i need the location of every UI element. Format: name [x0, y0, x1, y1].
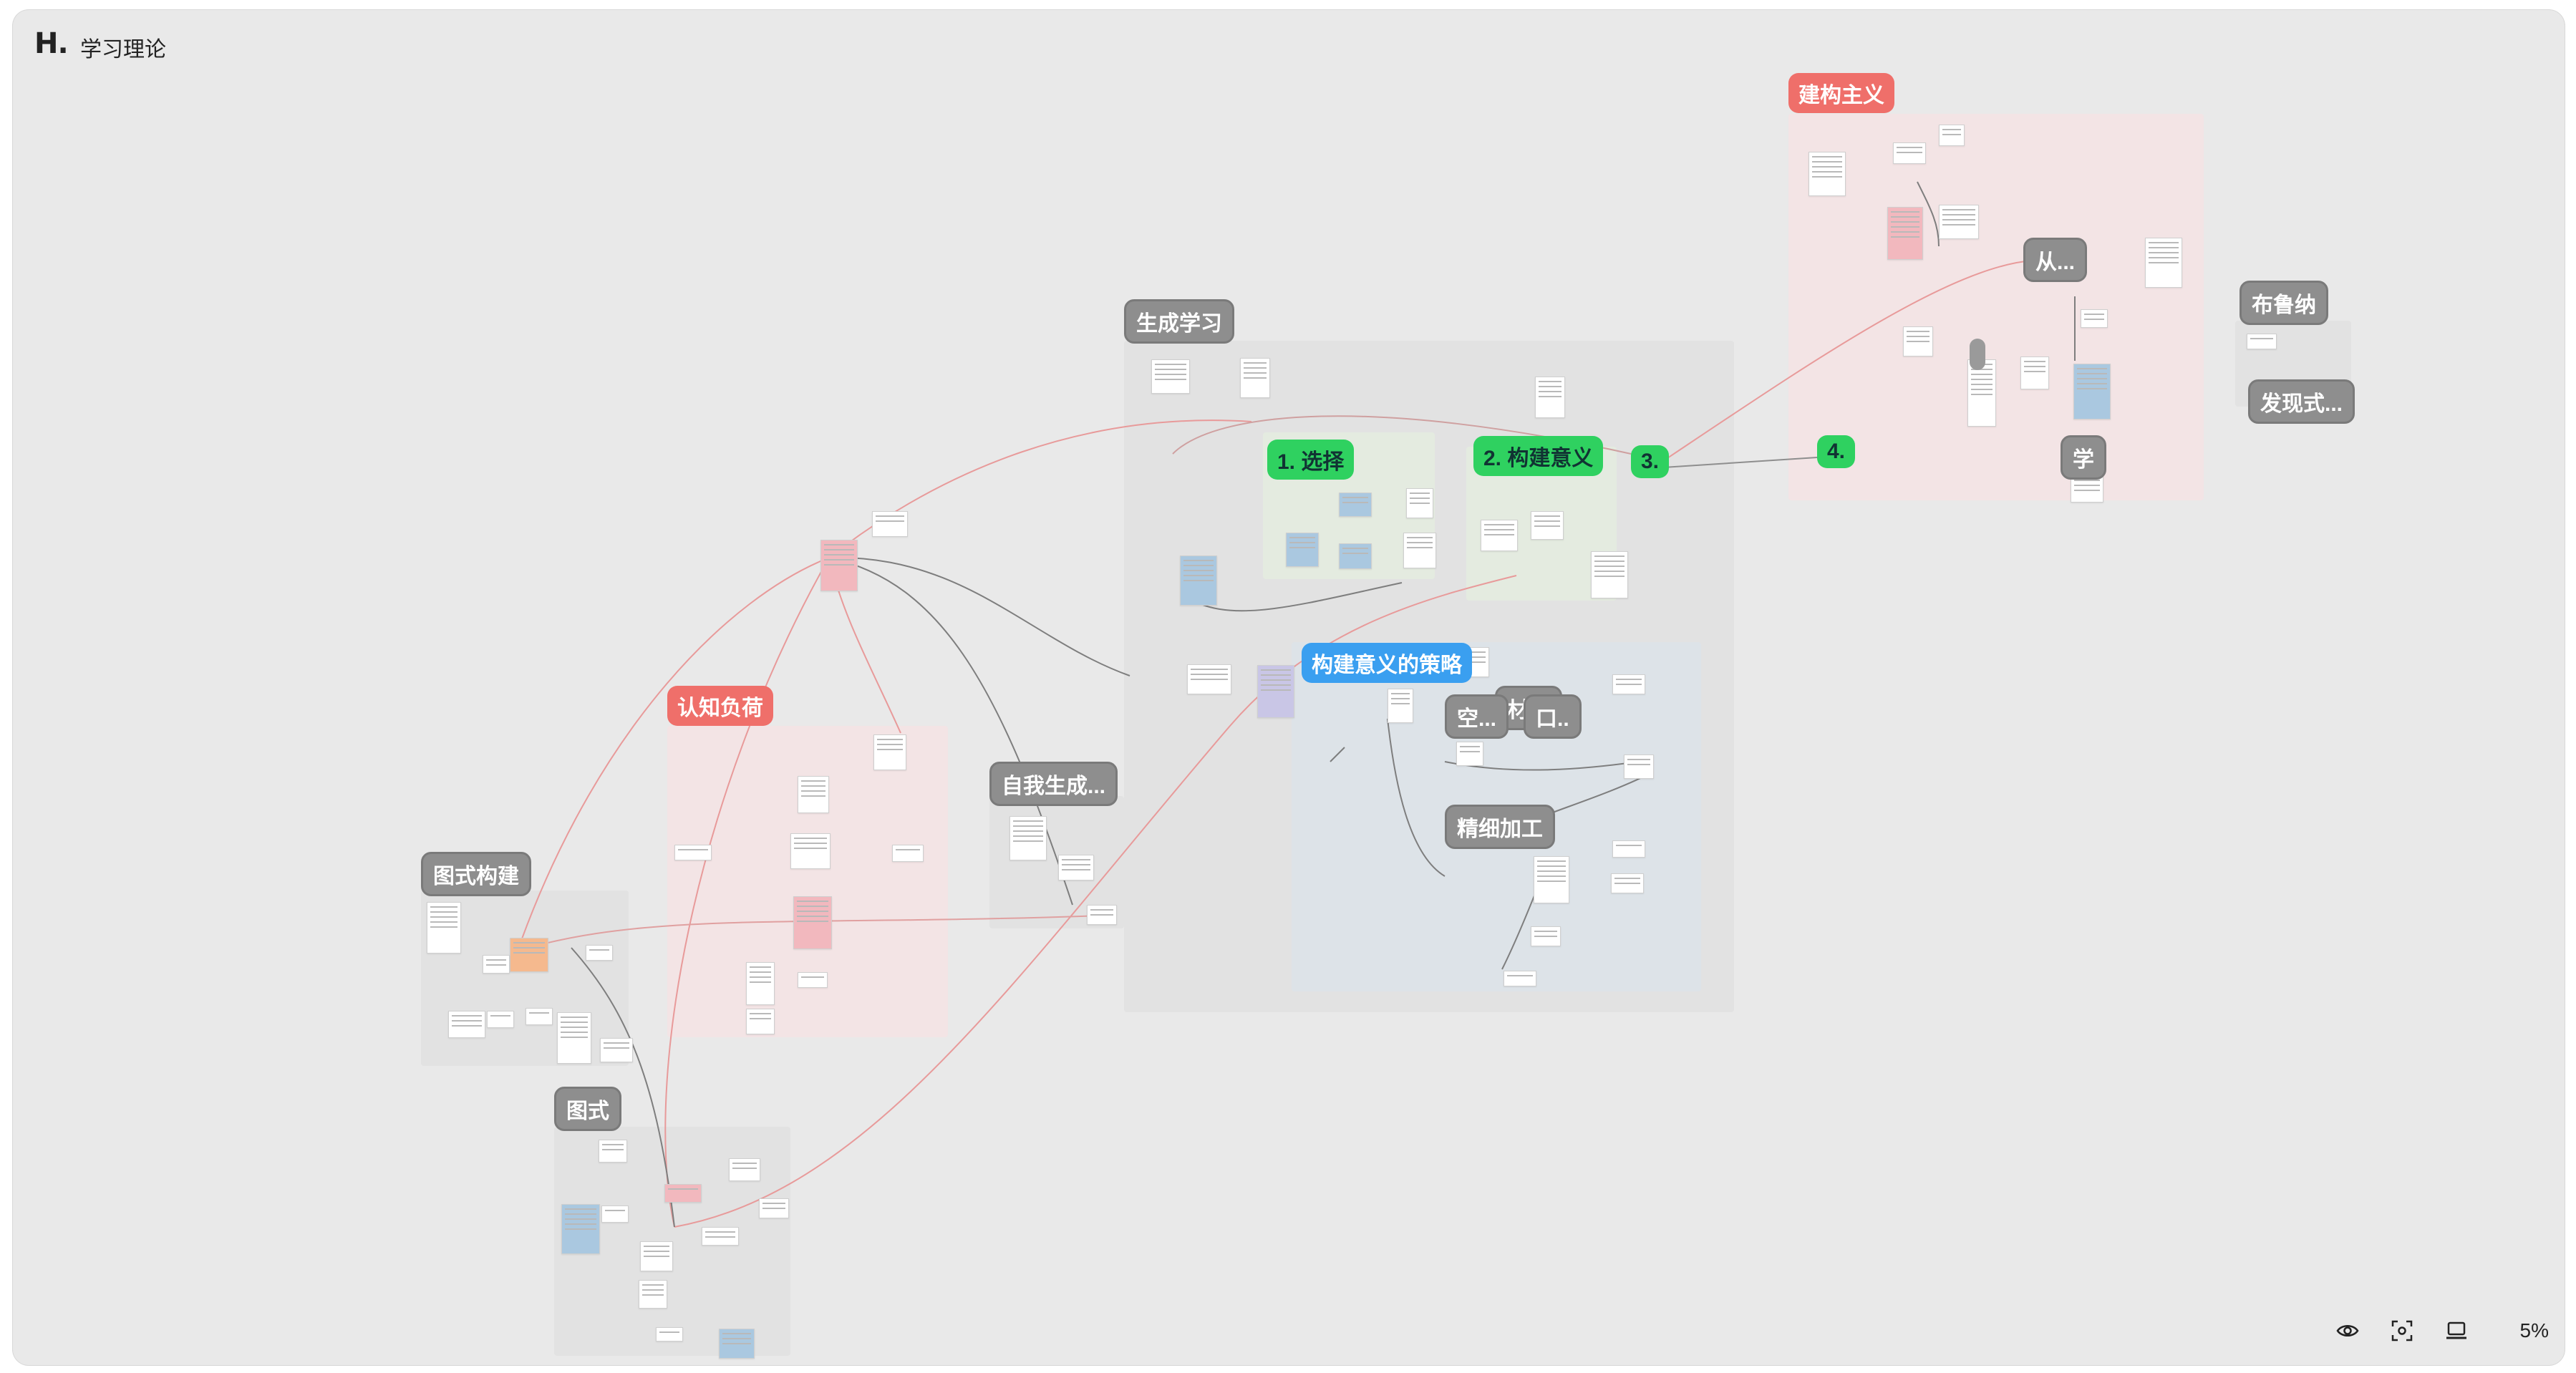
- group-label-mouth[interactable]: 口..: [1524, 694, 1582, 739]
- note-card[interactable]: [746, 1009, 775, 1034]
- note-card[interactable]: [872, 511, 908, 537]
- note-card[interactable]: [729, 1158, 760, 1181]
- note-card[interactable]: [1087, 905, 1117, 925]
- note-card[interactable]: [1808, 152, 1846, 196]
- note-card[interactable]: [1903, 326, 1933, 356]
- note-card[interactable]: [1939, 205, 1979, 239]
- note-card[interactable]: [1240, 358, 1270, 398]
- note-card-highlight[interactable]: [820, 540, 858, 591]
- note-card-blue[interactable]: [1286, 533, 1319, 567]
- bottom-toolbar: 5%: [2335, 1311, 2549, 1351]
- note-card[interactable]: [746, 962, 775, 1005]
- note-card-purple[interactable]: [1257, 665, 1294, 718]
- note-card[interactable]: [427, 902, 461, 954]
- note-card[interactable]: [1611, 873, 1644, 893]
- note-card-blue[interactable]: [1339, 543, 1372, 569]
- constructivism-region[interactable]: [1788, 114, 2204, 500]
- note-card[interactable]: [790, 833, 831, 869]
- note-card[interactable]: [1481, 520, 1518, 551]
- note-card[interactable]: [448, 1011, 485, 1038]
- note-card[interactable]: [674, 845, 712, 860]
- note-card[interactable]: [1058, 855, 1094, 880]
- group-label-constructivism[interactable]: 建构主义: [1788, 73, 1894, 113]
- note-card[interactable]: [1187, 664, 1231, 694]
- note-card-blue[interactable]: [561, 1204, 600, 1254]
- group-label-cognitive-load[interactable]: 认知负荷: [667, 686, 773, 726]
- note-card[interactable]: [601, 1205, 629, 1223]
- group-label-bruner[interactable]: 布鲁纳: [2240, 281, 2328, 325]
- note-card[interactable]: [1531, 926, 1561, 946]
- note-card[interactable]: [1967, 359, 1996, 427]
- group-label-learn[interactable]: 学: [2061, 435, 2106, 480]
- group-label-strategy[interactable]: 构建意义的策略: [1302, 643, 1472, 683]
- note-card[interactable]: [759, 1198, 789, 1218]
- step-label-4[interactable]: 4.: [1817, 435, 1856, 468]
- note-card[interactable]: [1406, 488, 1433, 518]
- document-title[interactable]: 学习理论: [80, 38, 166, 62]
- note-card[interactable]: [2145, 238, 2182, 288]
- whiteboard-canvas[interactable]: 建构主义 布鲁纳 发现式... 生成学习 1. 选择 2. 构建意义 3. 4.…: [13, 10, 2565, 1365]
- eye-icon[interactable]: [2335, 1319, 2360, 1343]
- focus-frame-icon[interactable]: [2390, 1319, 2414, 1343]
- step-label-select[interactable]: 1. 选择: [1267, 440, 1355, 480]
- note-card[interactable]: [702, 1227, 739, 1246]
- note-card[interactable]: [487, 1011, 514, 1028]
- note-card[interactable]: [1534, 856, 1569, 903]
- note-card[interactable]: [586, 945, 613, 961]
- group-label-from[interactable]: 从...: [2023, 238, 2088, 282]
- note-card[interactable]: [640, 1241, 673, 1271]
- app-window: 建构主义 布鲁纳 发现式... 生成学习 1. 选择 2. 构建意义 3. 4.…: [13, 10, 2565, 1365]
- note-card[interactable]: [1624, 755, 1654, 779]
- note-card-highlight[interactable]: [793, 896, 832, 949]
- note-card[interactable]: [1456, 742, 1483, 766]
- group-label-generative[interactable]: 生成学习: [1124, 299, 1234, 344]
- note-card-blue[interactable]: [719, 1329, 755, 1359]
- presentation-icon[interactable]: [2444, 1319, 2469, 1343]
- note-card[interactable]: [483, 955, 510, 974]
- step-label-3[interactable]: 3.: [1631, 445, 1670, 478]
- note-card[interactable]: [873, 734, 906, 770]
- note-card[interactable]: [798, 972, 828, 988]
- note-card[interactable]: [1893, 142, 1926, 164]
- zoom-level[interactable]: 5%: [2519, 1319, 2549, 1342]
- note-card-highlight[interactable]: [1887, 207, 1923, 260]
- note-card[interactable]: [1939, 125, 1965, 146]
- note-card[interactable]: [639, 1280, 667, 1309]
- note-card[interactable]: [2020, 356, 2049, 389]
- note-card[interactable]: [1504, 971, 1536, 986]
- group-label-elaborate[interactable]: 精细加工: [1445, 805, 1555, 849]
- note-card[interactable]: [1535, 377, 1565, 418]
- note-card[interactable]: [1612, 674, 1645, 694]
- note-card[interactable]: [2071, 475, 2103, 503]
- note-card[interactable]: [1591, 551, 1628, 598]
- group-label-schema[interactable]: 图式: [554, 1087, 621, 1131]
- step-label-build[interactable]: 2. 构建意义: [1473, 436, 1604, 476]
- note-card-orange[interactable]: [510, 938, 548, 972]
- note-card[interactable]: [2081, 309, 2108, 328]
- note-card-blue[interactable]: [2073, 364, 2111, 419]
- app-logo[interactable]: H.: [34, 27, 69, 60]
- note-card[interactable]: [557, 1012, 591, 1064]
- note-card[interactable]: [526, 1008, 553, 1025]
- note-card[interactable]: [1403, 533, 1436, 568]
- group-label-schema-build[interactable]: 图式构建: [421, 852, 531, 896]
- group-label-space[interactable]: 空...: [1445, 694, 1509, 739]
- note-card[interactable]: [1009, 816, 1047, 860]
- note-card[interactable]: [1531, 511, 1564, 540]
- note-card[interactable]: [600, 1038, 633, 1062]
- note-card[interactable]: [1612, 840, 1645, 858]
- group-label-self-generation[interactable]: 自我生成...: [989, 762, 1118, 806]
- note-card[interactable]: [892, 845, 924, 862]
- group-label-discovery[interactable]: 发现式...: [2248, 379, 2355, 424]
- note-card-blue[interactable]: [1180, 555, 1217, 606]
- note-card[interactable]: [2247, 334, 2277, 349]
- note-card[interactable]: [656, 1327, 683, 1342]
- note-card[interactable]: [599, 1140, 627, 1163]
- note-card-highlight[interactable]: [664, 1184, 702, 1203]
- collapsed-node[interactable]: [1970, 339, 1985, 370]
- note-card[interactable]: [798, 776, 829, 813]
- note-card[interactable]: [1151, 359, 1190, 394]
- note-card[interactable]: [1388, 689, 1413, 723]
- note-card-blue[interactable]: [1339, 493, 1372, 517]
